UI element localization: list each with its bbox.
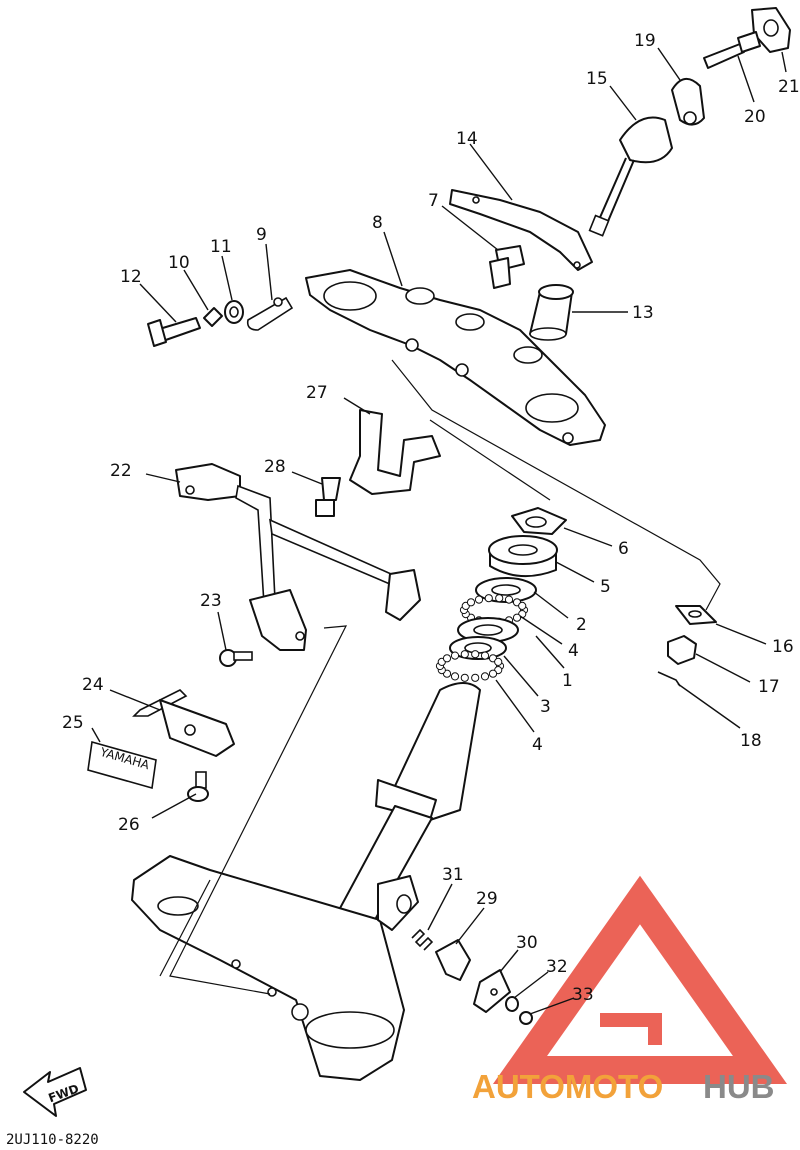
callout-label: 18 — [740, 731, 762, 751]
part-12-bolt — [147, 317, 201, 347]
bearing-ball — [442, 654, 452, 663]
callout-label: 3 — [540, 697, 551, 717]
callout-label: 27 — [306, 383, 328, 403]
part-18-cotter-pin — [657, 671, 681, 687]
part-22-headlight-bracket — [175, 463, 421, 651]
part-17-nut — [667, 635, 697, 665]
callout-label: 1 — [562, 671, 573, 691]
callout-label: 30 — [516, 933, 538, 953]
part-23-bolt — [219, 649, 253, 667]
callout-label: 33 — [572, 985, 594, 1005]
callout-label: 4 — [568, 641, 579, 661]
bearing-ball — [450, 651, 460, 660]
bearing-ball — [512, 613, 522, 622]
callout-label: 25 — [62, 713, 84, 733]
bearing-ball — [518, 601, 527, 611]
part-9-clip — [246, 296, 294, 331]
part-4-ball-bearings-lower — [435, 650, 505, 682]
callout-label: 31 — [442, 865, 464, 885]
bearing-ball — [480, 651, 490, 660]
callout-label: 9 — [256, 225, 267, 245]
callout-label: 7 — [428, 191, 439, 211]
bearing-ball — [460, 650, 469, 659]
callout-label: 11 — [210, 237, 232, 257]
callout-label: 14 — [456, 129, 478, 149]
callout-label: 2 — [576, 615, 587, 635]
callout-label: 17 — [758, 677, 780, 697]
callout-label: 19 — [634, 31, 656, 51]
callout-label: 10 — [168, 253, 190, 273]
part-28-bolt — [315, 477, 341, 517]
bearing-ball — [495, 594, 504, 603]
part-33-screw — [519, 1011, 533, 1025]
part-26-screw — [187, 771, 209, 802]
diagram-code: 2UJ110-8220 — [6, 1132, 99, 1148]
bearing-ball — [471, 650, 480, 659]
callout-label: 24 — [82, 675, 104, 695]
callout-label: 23 — [200, 591, 222, 611]
steering-stem-lower-bracket — [131, 682, 481, 1081]
callout-label: 29 — [476, 889, 498, 909]
bearing-ball — [504, 595, 514, 604]
watermark-text-part1: AUTOMOTO — [472, 1068, 663, 1105]
bearing-ball — [474, 595, 484, 604]
callout-label: 26 — [118, 815, 140, 835]
watermark-logo — [492, 875, 788, 1084]
part-27-bracket — [349, 409, 441, 495]
watermark-text-part2: HUB — [703, 1068, 775, 1105]
part-29-plunger — [435, 939, 471, 981]
callout-label: 15 — [586, 69, 608, 89]
bearing-ball — [494, 657, 503, 667]
callout-label: 16 — [772, 637, 794, 657]
part-6-ring-nut — [511, 507, 567, 535]
part-14-bracket — [449, 189, 593, 271]
part-20-bolt — [703, 31, 761, 69]
callout-label: 5 — [600, 577, 611, 597]
callout-label: 6 — [618, 539, 629, 559]
callout-label: 21 — [778, 77, 800, 97]
bearing-ball — [466, 598, 476, 607]
bearing-ball — [480, 672, 490, 681]
alignment-lines — [159, 359, 721, 995]
part-10-washer — [203, 307, 223, 327]
bearing-ball — [488, 669, 498, 678]
part-15-steering-lock — [588, 116, 673, 237]
part-11-washer — [224, 300, 244, 324]
callout-label: 13 — [632, 303, 654, 323]
part-8-upper-bracket — [305, 269, 606, 446]
bearing-ball — [471, 673, 480, 682]
part-32-washer — [505, 996, 519, 1012]
callout-label: 4 — [532, 735, 543, 755]
part-31-spring — [411, 928, 434, 951]
callout-label: 22 — [110, 461, 132, 481]
callout-label: 32 — [546, 957, 568, 977]
part-19-lock-body — [671, 78, 705, 126]
part-5-cover — [488, 535, 558, 578]
callout-label: 12 — [120, 267, 142, 287]
bearing-ball — [484, 594, 493, 603]
callout-label: 20 — [744, 107, 766, 127]
part-30-plate — [473, 969, 511, 1013]
bearing-ball — [450, 672, 460, 681]
fwd-arrow — [23, 1067, 87, 1117]
part-16-washer — [675, 605, 717, 625]
callout-label: 28 — [264, 457, 286, 477]
part-7-nut — [489, 245, 525, 289]
bearing-ball — [460, 673, 469, 682]
part-13-bushing — [529, 284, 574, 341]
callout-labels: 1 2 3 4 4 5 6 7 8 9 10 11 12 13 14 15 16… — [62, 31, 800, 1015]
part-25-emblem — [87, 699, 235, 790]
callout-label: 8 — [372, 213, 383, 233]
